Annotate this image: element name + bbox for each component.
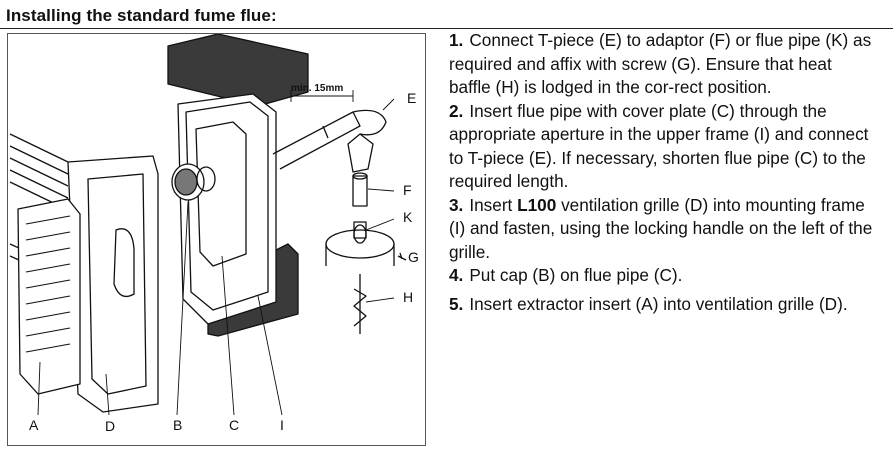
step-text: Insert extractor insert (A) into ventila… (469, 293, 848, 314)
step-4: 4.Put cap (B) on flue pipe (C). (449, 264, 877, 288)
diagram-drawing (9, 34, 407, 416)
step-number: 4. (449, 265, 464, 285)
callout-k: K (403, 209, 413, 225)
step-text: Put cap (B) on flue pipe (C). (469, 265, 683, 285)
page-title: Installing the standard fume flue: (6, 6, 277, 25)
title-divider (0, 28, 893, 29)
step-text-after: ventilation grille (D) into mounting fra… (449, 194, 873, 262)
instruction-steps: 1.Connect T-piece (E) to adaptor (F) or … (449, 29, 877, 316)
callout-i: I (280, 417, 284, 433)
model-name: L100 (517, 194, 557, 215)
step-number: 3. (449, 194, 464, 215)
callout-f: F (403, 182, 412, 198)
callout-a: A (29, 417, 39, 433)
callout-h: H (403, 289, 414, 305)
callout-e: E (407, 90, 417, 106)
step-number: 5. (449, 293, 464, 314)
callout-g: G (408, 249, 419, 265)
callout-b: B (173, 417, 183, 433)
step-2: 2.Insert flue pipe with cover plate (C) … (449, 100, 877, 194)
callout-c: C (229, 417, 240, 433)
step-number: 1. (449, 30, 464, 50)
step-text: Insert flue pipe with cover plate (C) th… (449, 100, 869, 192)
step-text: Connect T-piece (E) to adaptor (F) or fl… (449, 30, 872, 97)
step-5: 5.Insert extractor insert (A) into venti… (449, 293, 877, 317)
callout-d: D (105, 418, 116, 434)
dimension-label: min. 15mm (291, 83, 344, 94)
installation-diagram: min. 15mm E F K G H A D B C I (7, 33, 426, 446)
step-3: 3.Insert L100 ventilation grille (D) int… (449, 194, 877, 265)
step-number: 2. (449, 100, 464, 121)
step-text-before: Insert (469, 194, 518, 215)
step-1: 1.Connect T-piece (E) to adaptor (F) or … (449, 29, 877, 100)
